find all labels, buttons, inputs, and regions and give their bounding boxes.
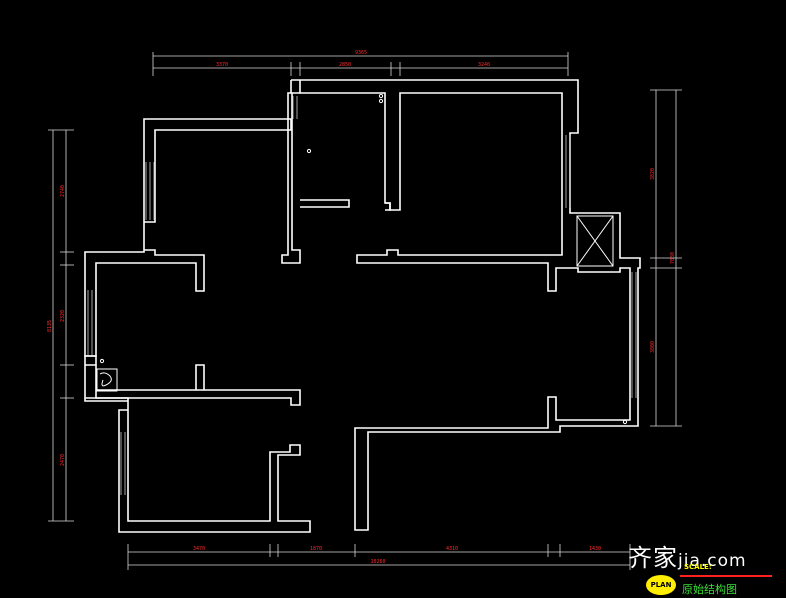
dim-top-left: 3370 [216,62,228,68]
bedroom-left-wall [84,118,292,357]
fixtures [96,93,628,425]
kitchen-stove [96,368,118,392]
dimension-lines [48,52,682,570]
dim-right-upper: 3820 [650,168,656,180]
dim-right-total: 7030 [670,252,676,264]
dim-top-mid: 2850 [339,62,351,68]
dim-bottom-1: 3470 [193,546,205,552]
title-underline [680,575,772,577]
window-living [631,272,637,398]
dim-right-lower: 3800 [650,341,656,353]
scale-label: SCALE: [684,563,712,571]
door-stub [385,202,391,211]
dim-bottom-3: 4310 [446,546,458,552]
pipe-marker [378,93,384,99]
pipe-marker [306,148,312,154]
window-right-bedroom [565,135,571,208]
outer-wall [291,79,641,531]
dim-left-mid: 2320 [60,310,66,322]
window-top-left [292,96,298,119]
plan-badge: PLAN [646,575,676,595]
window-left-lower [120,432,126,495]
dim-top-total: 9365 [355,50,367,56]
window-bedroom-left [145,162,155,220]
dim-bottom-4: 1430 [589,546,601,552]
dim-top-right: 3240 [478,62,490,68]
watermark-brand: 齐家 [628,544,678,572]
dim-bottom-2: 1870 [310,546,322,552]
kitchen-wall [95,364,301,406]
watermark-domain: jia.com [678,551,747,571]
window-left-mid [87,290,93,355]
dim-bottom-total: 10260 [370,559,385,565]
dim-left-total: 8135 [47,320,53,332]
dim-left-upper: 2740 [60,185,66,197]
pipe-marker [378,98,384,104]
middle-left-wall [84,355,311,533]
shaft-box [576,215,614,267]
dimension-labels: 9365 3370 2850 3240 2740 2320 2470 8135 … [47,50,676,565]
dim-left-lower: 2470 [60,454,66,466]
pipe-marker [99,358,105,364]
pipe-marker [622,419,628,425]
watermark-logo: 齐家jia.com [628,538,747,573]
drawing-title: 原始结构图 [682,583,737,596]
left-upper-wall [281,80,301,264]
stub-wall [300,199,350,208]
walls [84,79,641,533]
windows [87,96,637,495]
